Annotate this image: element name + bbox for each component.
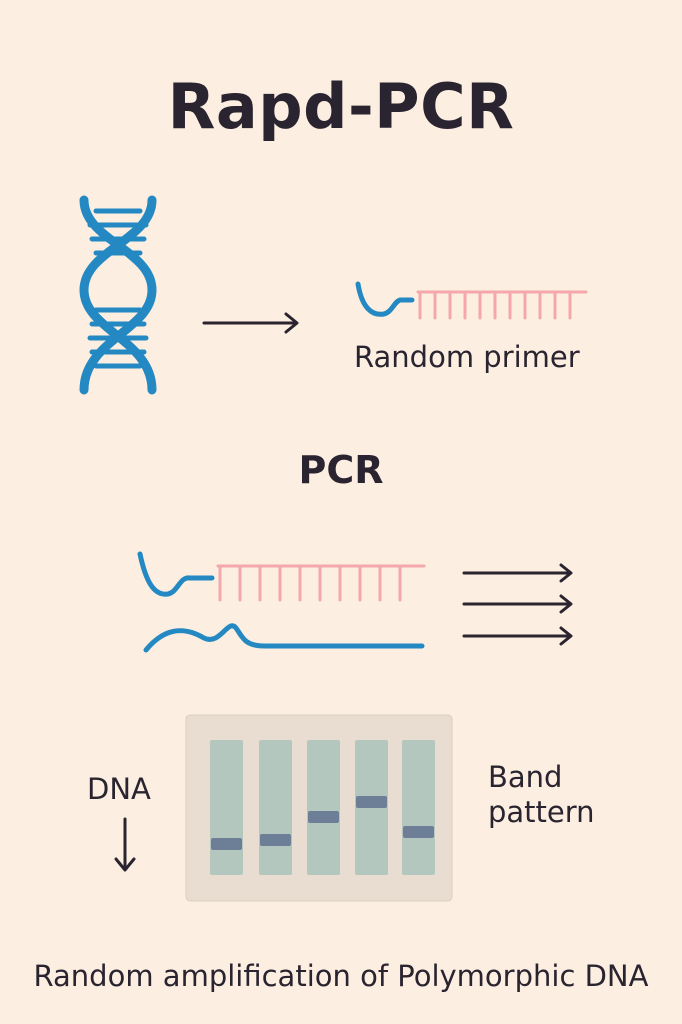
pcr-strands-icon bbox=[137, 551, 426, 653]
dna-helix-icon bbox=[79, 195, 157, 395]
down-arrow-icon bbox=[114, 817, 136, 872]
pcr-heading: PCR bbox=[298, 448, 384, 492]
gel-band bbox=[260, 834, 291, 846]
random-primer-icon bbox=[355, 281, 588, 320]
gel-lane bbox=[259, 740, 292, 875]
gel-bands bbox=[211, 796, 434, 850]
diagram-caption: Random amplification of Polymorphic DNA bbox=[33, 959, 649, 993]
dna-label: DNA bbox=[87, 772, 151, 806]
gel-lanes bbox=[210, 740, 435, 875]
amplification-arrows-icon bbox=[462, 563, 573, 646]
gel-band bbox=[211, 838, 242, 850]
gel-band bbox=[356, 796, 387, 808]
gel-lane bbox=[210, 740, 243, 875]
gel-band bbox=[403, 826, 434, 838]
right-arrow-icon bbox=[202, 312, 299, 334]
gel-band bbox=[308, 811, 339, 823]
page-title: Rapd-PCR bbox=[167, 70, 515, 143]
gel-lane bbox=[402, 740, 435, 875]
band-pattern-label: Band pattern bbox=[488, 760, 595, 829]
gel-electrophoresis-panel bbox=[185, 714, 453, 902]
random-primer-label: Random primer bbox=[354, 340, 580, 374]
gel-lane bbox=[307, 740, 340, 875]
